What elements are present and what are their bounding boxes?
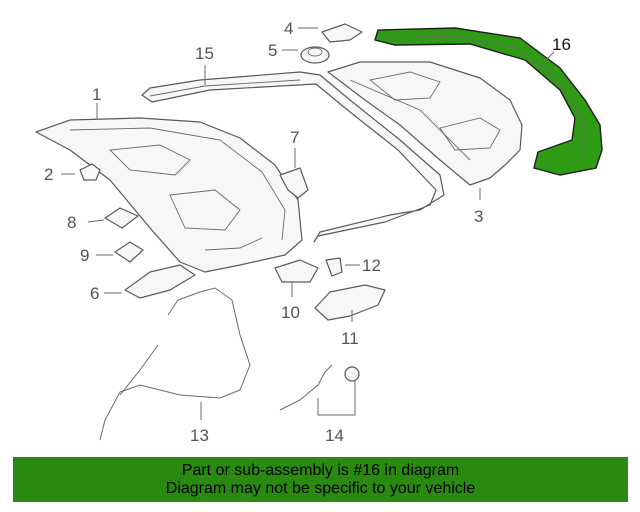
banner-line-1: Part or sub-assembly is #16 in diagram <box>181 462 460 479</box>
part-4-pad[interactable] <box>321 23 363 43</box>
callout-6[interactable]: 6 <box>90 284 99 303</box>
callout-5[interactable]: 5 <box>268 41 277 60</box>
callout-9[interactable]: 9 <box>80 246 89 265</box>
callout-2[interactable]: 2 <box>44 165 53 184</box>
part-3-trim-panel[interactable] <box>327 61 523 186</box>
exploded-parts-diagram: 1 2 3 4 5 6 7 8 9 10 11 12 13 14 15 16 <box>35 19 603 445</box>
part-7-bracket[interactable] <box>279 167 309 199</box>
callout-13[interactable]: 13 <box>190 426 209 445</box>
callout-11[interactable]: 11 <box>341 329 359 348</box>
part-11-latch[interactable] <box>314 284 386 321</box>
callout-14[interactable]: 14 <box>325 426 344 445</box>
part-1-trunk-lid[interactable] <box>35 117 303 273</box>
callout-8[interactable]: 8 <box>67 213 76 232</box>
callout-7[interactable]: 7 <box>290 128 299 147</box>
part-5-bumper[interactable] <box>300 46 330 64</box>
callout-3[interactable]: 3 <box>474 207 483 226</box>
banner-line-2: Diagram may not be specific to your vehi… <box>165 480 476 497</box>
part-2-clip[interactable] <box>79 163 101 181</box>
callout-15[interactable]: 15 <box>195 44 214 63</box>
leader-lines <box>61 27 555 420</box>
part-9-pad[interactable] <box>114 241 144 263</box>
part-8-pad[interactable] <box>104 207 139 229</box>
callout-4[interactable]: 4 <box>284 19 293 38</box>
callout-10[interactable]: 10 <box>281 303 300 322</box>
part-16-weatherstrip[interactable] <box>374 27 603 176</box>
callout-labels: 1 2 3 4 5 6 7 8 9 10 11 12 13 14 15 16 <box>44 19 571 445</box>
part-12-clip[interactable] <box>325 257 343 277</box>
part-14-switch[interactable] <box>279 364 360 411</box>
callout-16[interactable]: 16 <box>552 35 571 54</box>
callout-1[interactable]: 1 <box>92 85 101 104</box>
highlight-banner: Part or sub-assembly is #16 in diagram D… <box>13 457 628 502</box>
part-15-frame-seal[interactable] <box>141 71 445 243</box>
part-10-bracket[interactable] <box>274 259 319 283</box>
part-13-cable[interactable] <box>99 287 251 441</box>
part-6-hinge[interactable] <box>124 264 196 299</box>
callout-12[interactable]: 12 <box>362 256 381 275</box>
